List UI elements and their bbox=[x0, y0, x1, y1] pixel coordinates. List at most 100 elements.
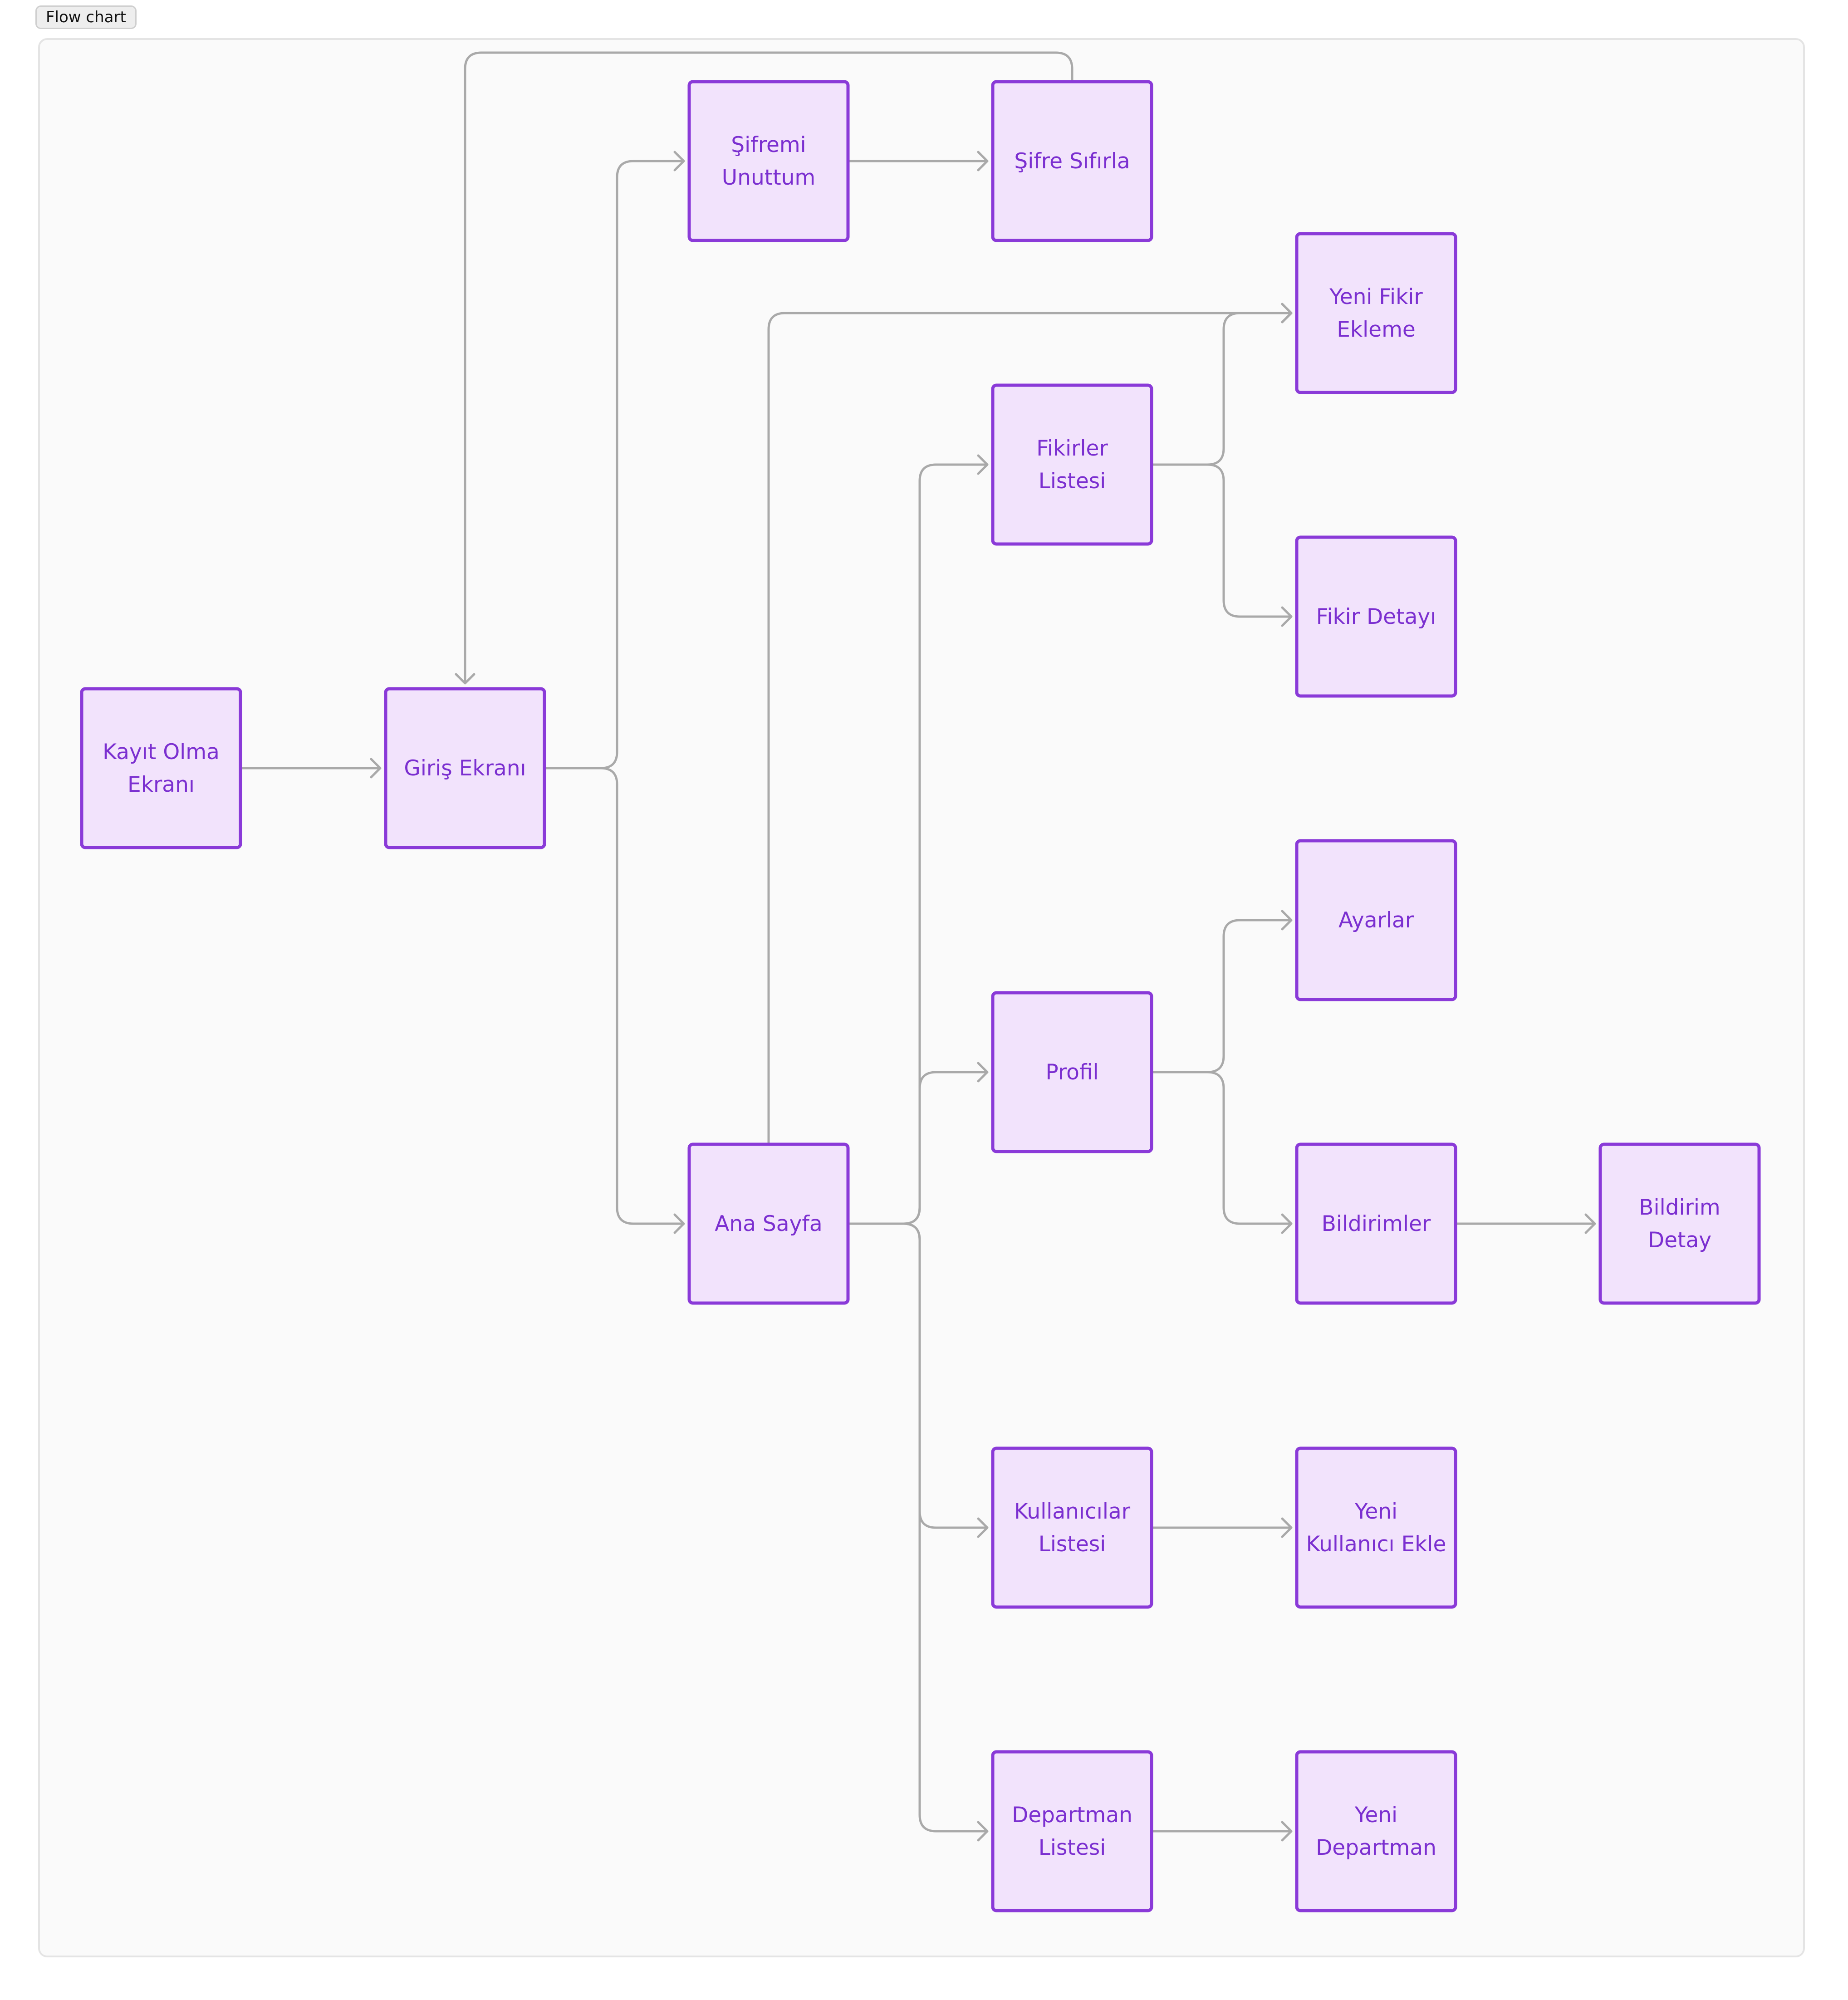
edge-line bbox=[1152, 919, 1291, 1074]
edge-anasayfa-to-profil bbox=[848, 1062, 989, 1225]
node-box[interactable] bbox=[1295, 535, 1457, 698]
arrow-head-icon bbox=[1281, 1517, 1293, 1538]
arrow-head-icon bbox=[1281, 606, 1293, 627]
edge-anasayfa-to-kullanicilar bbox=[848, 1222, 989, 1538]
node-label: Bildirimler bbox=[1322, 1211, 1431, 1236]
node-box[interactable] bbox=[1295, 839, 1457, 1001]
node-label-line: Listesi bbox=[1039, 1835, 1106, 1860]
node-ayarlar[interactable]: Ayarlar bbox=[1295, 839, 1457, 1001]
node-label-line: Fikirler bbox=[1036, 436, 1108, 461]
edge-line bbox=[464, 51, 1074, 683]
node-profil[interactable]: Profil bbox=[991, 991, 1153, 1153]
edge-line bbox=[848, 1071, 987, 1225]
edge-line bbox=[544, 160, 684, 770]
arrow-head-icon bbox=[977, 1062, 989, 1083]
edge-line bbox=[1152, 1071, 1291, 1225]
edge-fikirler-to-fikirdetay bbox=[1152, 463, 1293, 627]
node-label-line: Listesi bbox=[1039, 469, 1106, 494]
node-label-line: Unuttum bbox=[722, 165, 815, 190]
edge-profil-to-ayarlar bbox=[1152, 910, 1293, 1074]
node-label-line: Ekleme bbox=[1337, 317, 1416, 342]
node-box[interactable] bbox=[1295, 232, 1457, 394]
arrow-head-icon bbox=[673, 1213, 685, 1234]
node-box[interactable] bbox=[687, 80, 850, 242]
node-box[interactable] bbox=[80, 687, 242, 849]
node-label-line: Şifre Sıfırla bbox=[1014, 149, 1130, 174]
arrow-head-icon bbox=[1281, 1213, 1293, 1234]
node-giris[interactable]: Giriş Ekranı bbox=[384, 687, 546, 849]
edge-departman-to-yenidepartman bbox=[1152, 1821, 1293, 1842]
edge-line bbox=[1152, 463, 1291, 618]
node-box[interactable] bbox=[991, 80, 1153, 242]
edge-anasayfa-to-departman bbox=[848, 1222, 989, 1842]
edge-anasayfa-to-fikirler bbox=[848, 454, 989, 1225]
edge-line bbox=[848, 1222, 987, 1529]
arrow-head-icon bbox=[673, 151, 685, 172]
node-label-line: Kullanıcı Ekle bbox=[1306, 1532, 1446, 1557]
edge-fikirler-to-yenifikir bbox=[1152, 303, 1293, 466]
edge-sifremi-to-sifre bbox=[848, 151, 989, 172]
node-label-line: Departman bbox=[1012, 1803, 1132, 1828]
arrow-head-icon bbox=[977, 151, 989, 172]
node-label-line: Giriş Ekranı bbox=[404, 756, 526, 781]
arrow-head-icon bbox=[1281, 910, 1293, 931]
arrow-head-icon bbox=[977, 1517, 989, 1538]
node-box[interactable] bbox=[1598, 1142, 1761, 1305]
node-box[interactable] bbox=[991, 1750, 1153, 1912]
edge-line bbox=[848, 1222, 987, 1833]
node-box[interactable] bbox=[687, 1142, 850, 1305]
node-label-line: Şifremi bbox=[731, 132, 806, 157]
node-label: Fikir Detayı bbox=[1316, 604, 1436, 629]
node-box[interactable] bbox=[991, 991, 1153, 1153]
arrow-head-icon bbox=[977, 1821, 989, 1842]
node-box[interactable] bbox=[384, 687, 546, 849]
node-sifre[interactable]: Şifre Sıfırla bbox=[991, 80, 1153, 242]
node-label-line: Profil bbox=[1045, 1060, 1098, 1085]
node-label-line: Ayarlar bbox=[1338, 908, 1414, 933]
node-box[interactable] bbox=[1295, 1142, 1457, 1305]
node-bildirimler[interactable]: Bildirimler bbox=[1295, 1142, 1457, 1305]
node-label-line: Detay bbox=[1648, 1228, 1711, 1253]
node-label: Şifre Sıfırla bbox=[1014, 149, 1130, 174]
node-label-line: Fikir Detayı bbox=[1316, 604, 1436, 629]
node-label-line: Bildirim bbox=[1639, 1195, 1720, 1220]
edge-sifre-to-giris bbox=[455, 51, 1074, 685]
node-label-line: Bildirimler bbox=[1322, 1211, 1431, 1236]
edge-bildirimler-to-bildirimdetay bbox=[1456, 1213, 1596, 1234]
node-box[interactable] bbox=[991, 383, 1153, 546]
edge-line bbox=[1152, 312, 1291, 466]
node-box[interactable] bbox=[1295, 1750, 1457, 1912]
edge-line bbox=[848, 463, 987, 1225]
arrow-head-icon bbox=[1281, 1821, 1293, 1842]
node-box[interactable] bbox=[1295, 1446, 1457, 1609]
arrow-head-icon bbox=[370, 758, 382, 779]
node-anasayfa[interactable]: Ana Sayfa bbox=[687, 1142, 850, 1305]
node-box[interactable] bbox=[991, 1446, 1153, 1609]
node-label-line: Yeni bbox=[1354, 1803, 1397, 1828]
edge-line bbox=[544, 767, 684, 1225]
edge-line bbox=[767, 312, 1291, 1144]
arrow-head-icon bbox=[455, 673, 475, 685]
node-label: Ana Sayfa bbox=[715, 1211, 822, 1236]
diagram-type-tag: Flow chart bbox=[35, 5, 137, 29]
node-fikirdetay[interactable]: Fikir Detayı bbox=[1295, 535, 1457, 698]
edge-layer bbox=[240, 51, 1596, 1842]
node-label-line: Listesi bbox=[1039, 1532, 1106, 1557]
